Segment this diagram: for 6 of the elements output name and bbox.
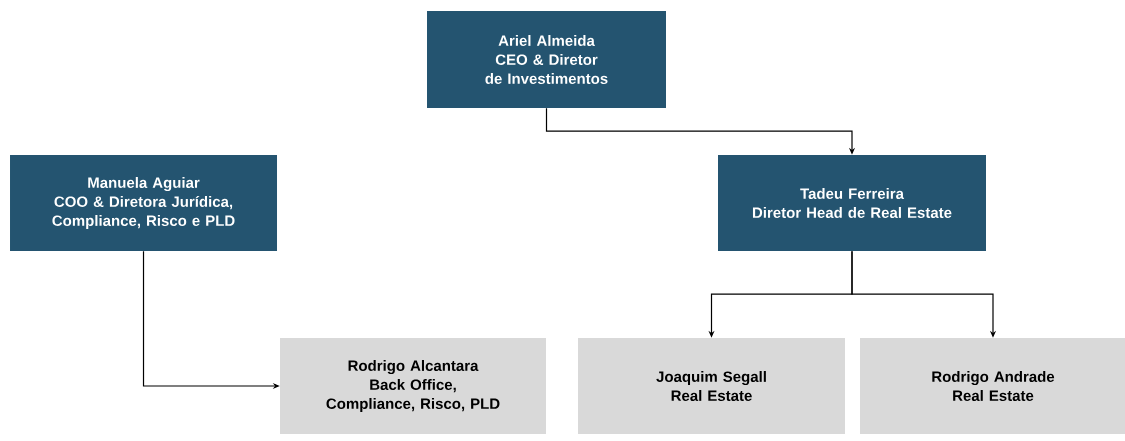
title-box: Ariel Almeida CEO & Diretor de Investimentos xyxy=(427,11,666,108)
title-box: Manuela Aguiar COO & Diretora Jurídica, Compliance, Risco e PLD xyxy=(10,155,277,251)
title-box: Tadeu Ferreira Diretor Head de Real Estate xyxy=(718,155,986,251)
role-box: Joaquim Segall Real Estate xyxy=(578,338,845,434)
role-box: Rodrigo Alcantara Back Office, Compliance, Risco, PLD xyxy=(280,338,546,434)
role-box: Rodrigo Andrade Real Estate xyxy=(860,338,1125,434)
